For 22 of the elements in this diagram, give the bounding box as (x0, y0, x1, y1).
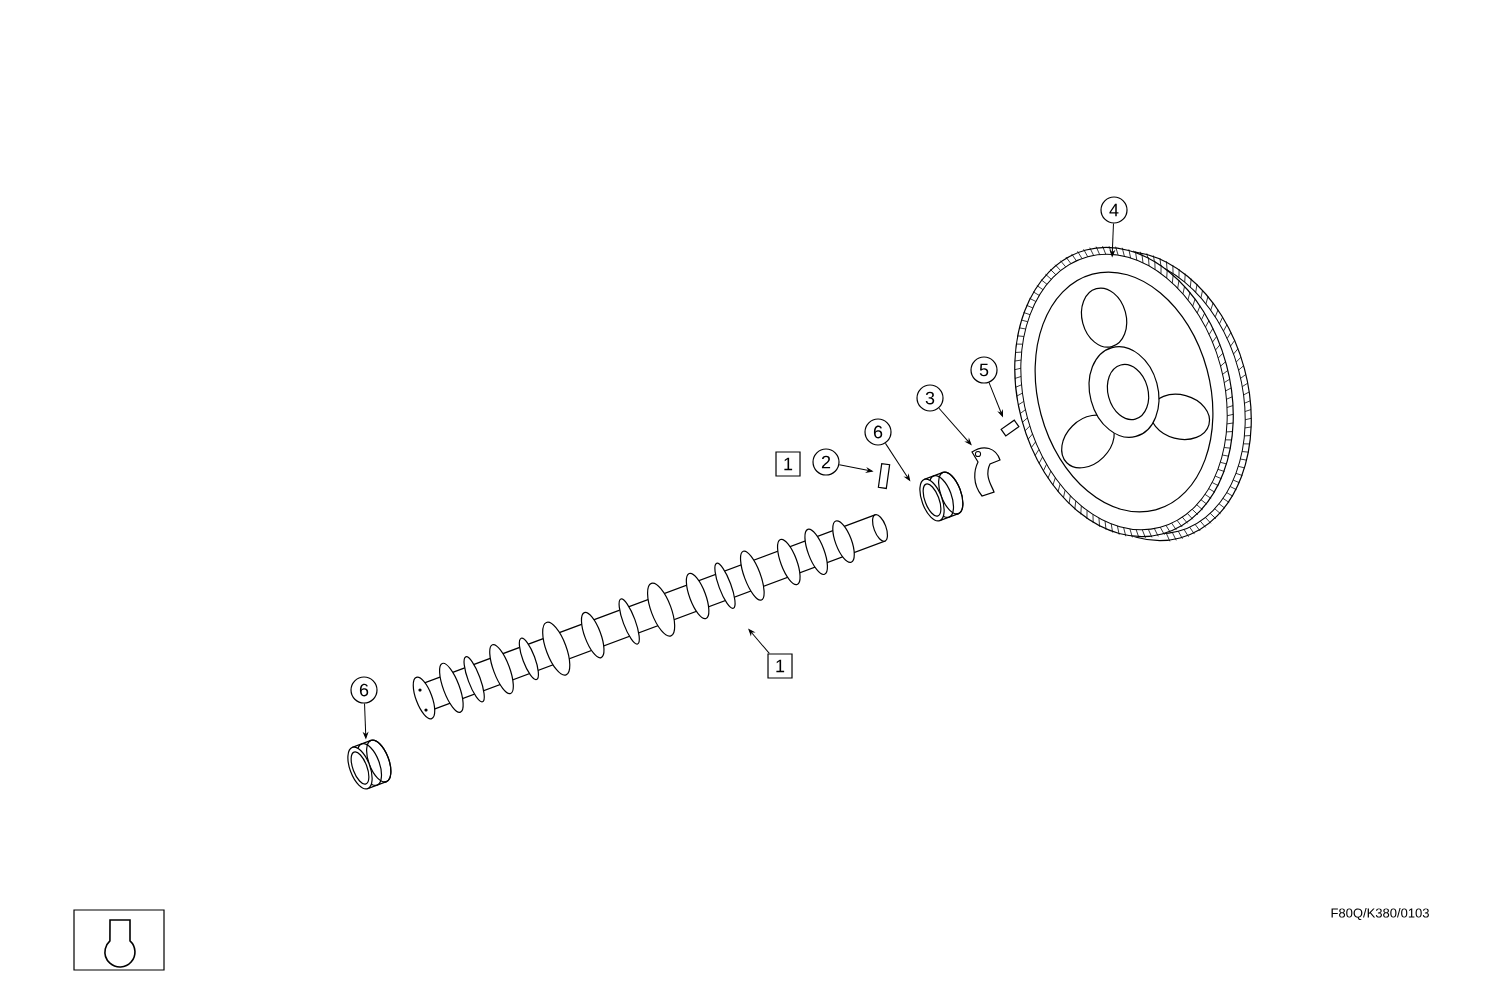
boxed-reference-number: 1 (775, 451, 801, 477)
dowel-pin-drawing (877, 462, 891, 490)
callout-number: 5 (970, 356, 998, 384)
leader-arrow (988, 382, 1004, 417)
callout-number: 6 (350, 676, 378, 704)
gear-drawing (1014, 245, 1252, 542)
leader-arrow (363, 703, 369, 739)
leader-arrow (884, 442, 911, 481)
callout-number: 2 (812, 448, 840, 476)
bushing-drawing (347, 739, 392, 790)
camshaft-drawing (412, 514, 889, 720)
leader-arrow (838, 464, 873, 473)
thrust-plate-drawing (971, 447, 1001, 497)
boxed-reference-number: 1 (767, 653, 793, 679)
pin-drawing (1000, 419, 1020, 437)
leader-arrow (938, 407, 972, 446)
callout-number: 6 (864, 418, 892, 446)
leader-arrow (1110, 223, 1115, 257)
callout-number: 4 (1100, 196, 1128, 224)
bushing-drawing (919, 471, 964, 522)
leader-arrow (748, 629, 770, 654)
callout-number: 3 (916, 384, 944, 412)
